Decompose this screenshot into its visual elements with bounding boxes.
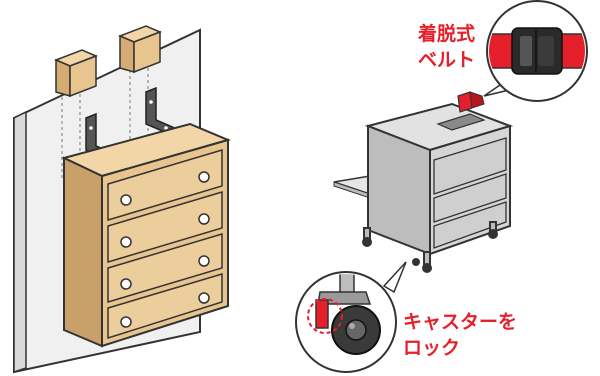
- wood-block-left: [54, 49, 98, 98]
- wall-anchored-dresser: [13, 25, 232, 374]
- drawer-1: [107, 148, 223, 222]
- belt-label-line2: ベルト: [418, 49, 475, 71]
- drawer-2: [107, 190, 223, 264]
- caster-wheel-icon: [307, 274, 381, 355]
- drawer-knobs: [120, 171, 210, 328]
- drawer-3: [107, 232, 223, 304]
- cart-wheels: [362, 229, 498, 273]
- caster-label-line2: ロック: [403, 337, 460, 359]
- wall-edge: [13, 110, 27, 374]
- caster-label-line1: キャスターを: [403, 311, 517, 333]
- belt-callout: [486, 0, 588, 102]
- buckle-icon: [511, 27, 563, 75]
- printer-on-cart: [333, 91, 514, 273]
- caster-callout-pointer: [382, 261, 407, 294]
- drawer-4: [107, 272, 223, 340]
- control-panel: [436, 113, 486, 131]
- belt-label-line1: 着脱式: [418, 22, 475, 45]
- dresser: [61, 122, 232, 348]
- caster-callout: [295, 271, 397, 373]
- wood-block-right: [118, 25, 162, 74]
